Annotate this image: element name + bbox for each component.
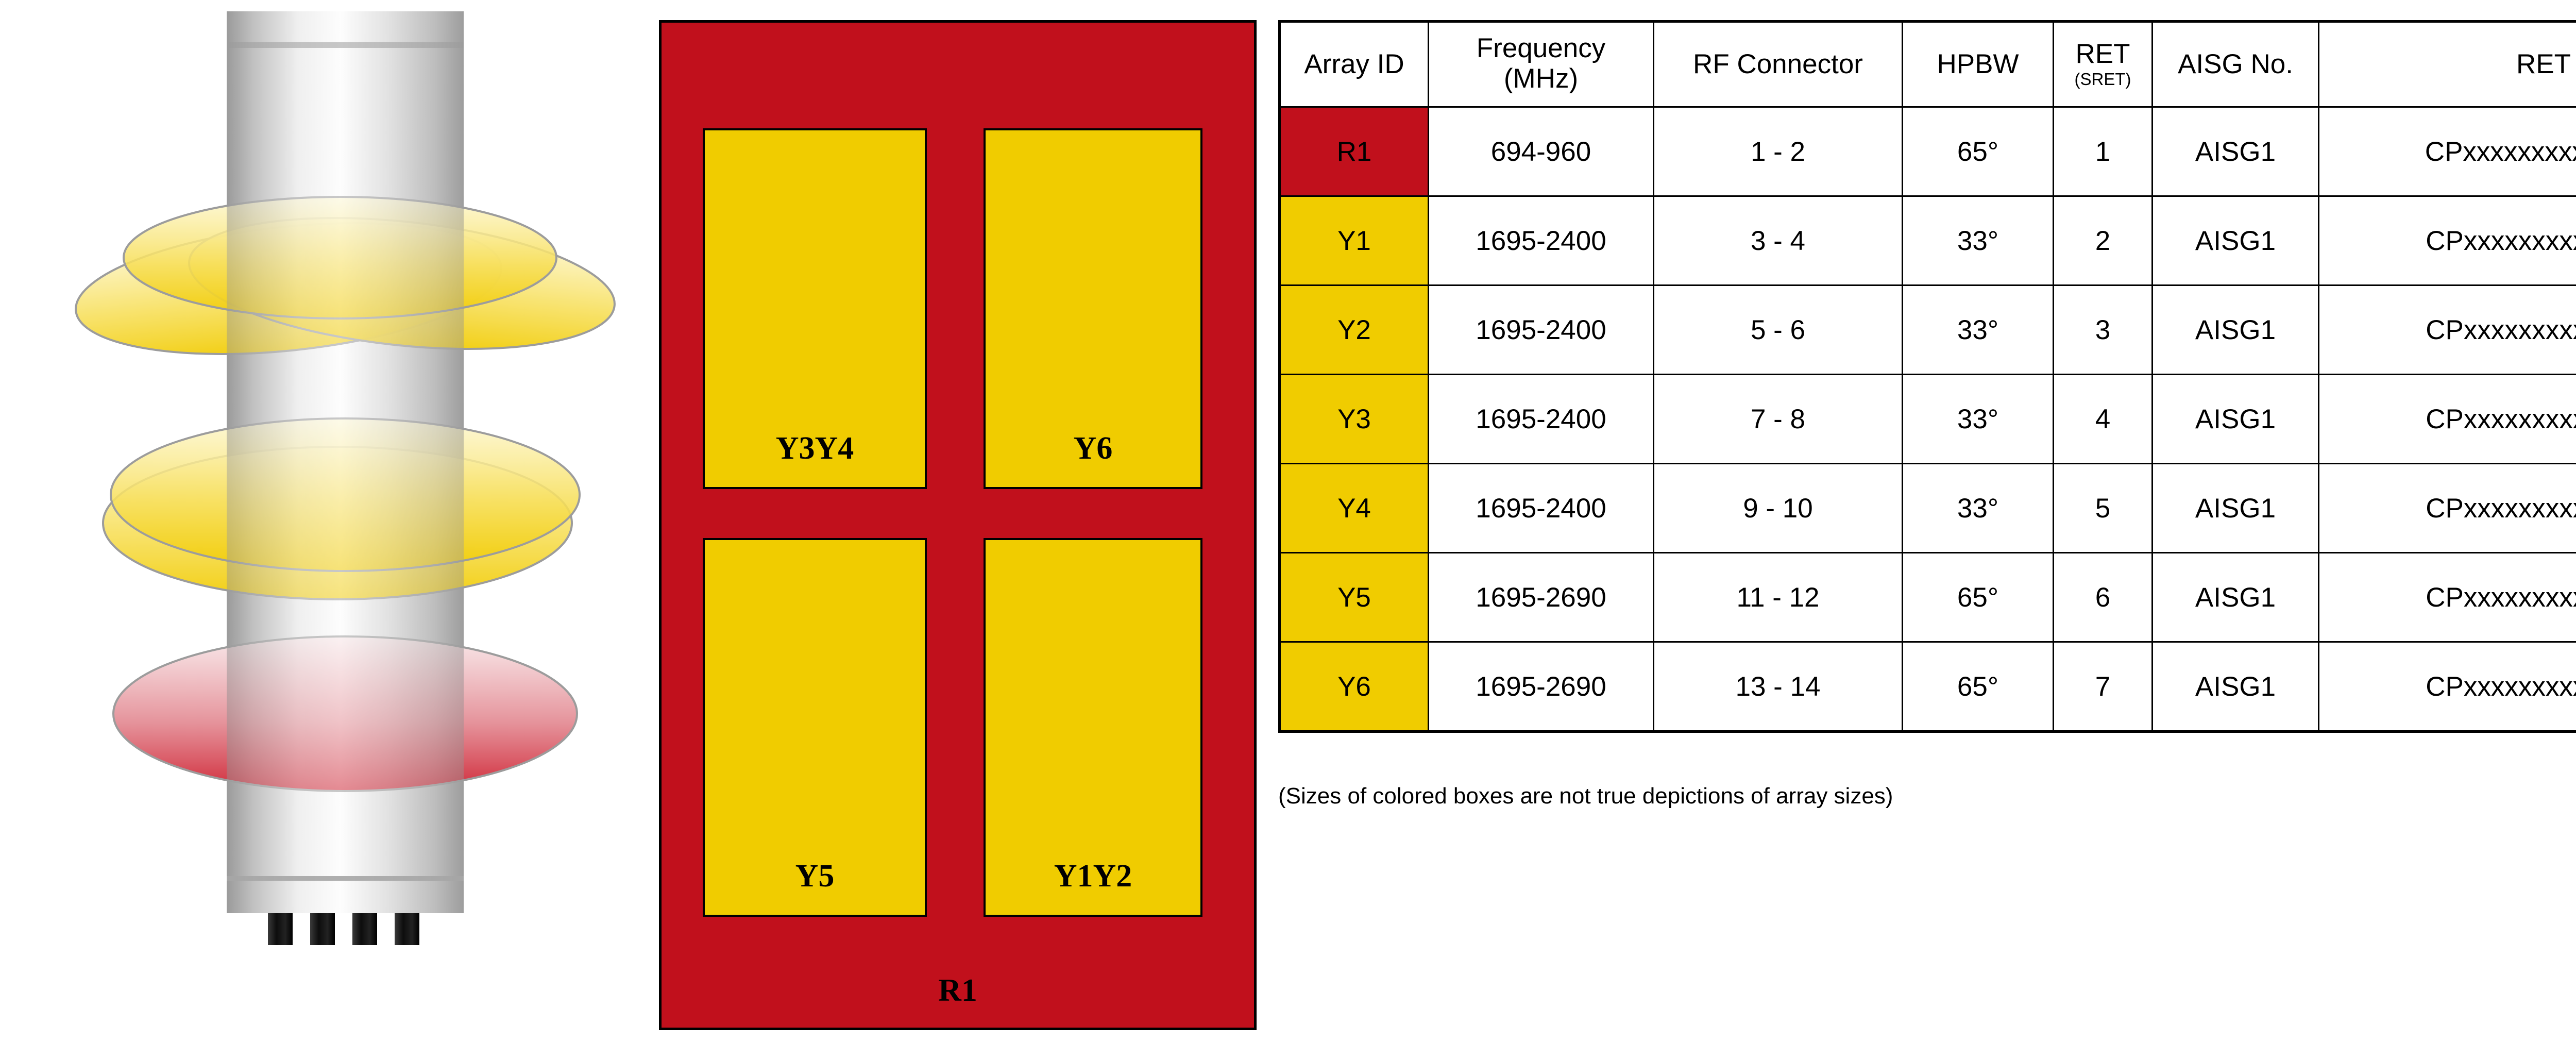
cell-rf-connector: 13 - 14 — [1653, 641, 1903, 732]
array-spec-table: Array ID Frequency (MHz) RF Connector HP… — [1278, 20, 2576, 733]
array-id-swatch-y5[interactable]: Y5 — [1279, 552, 1429, 643]
spec-table-head: Array ID Frequency (MHz) RF Connector HP… — [1279, 21, 2576, 108]
col-header-sublabel: (MHz) — [1503, 63, 1579, 94]
cell-ret: 3 — [2053, 284, 2153, 375]
antenna-radiation-figure — [75, 11, 616, 945]
col-header-label: RF Connector — [1693, 49, 1863, 80]
array-box-label: Y6 — [1073, 431, 1113, 466]
cell-aisg-no: AISG1 — [2151, 195, 2319, 286]
array-box-label: Y5 — [795, 859, 835, 894]
array-box-label: Y1Y2 — [1054, 859, 1132, 894]
cell-aisg-no: AISG1 — [2151, 284, 2319, 375]
array-id-swatch-y2[interactable]: Y2 — [1279, 284, 1429, 375]
cell-frequency: 1695-2400 — [1428, 284, 1654, 375]
cell-frequency: 1695-2400 — [1428, 463, 1654, 553]
cell-ret: 5 — [2053, 463, 2153, 553]
cell-rf-connector: 3 - 4 — [1653, 195, 1903, 286]
cell-frequency: 1695-2690 — [1428, 641, 1654, 732]
array-box-y1y2[interactable]: Y1Y2 — [984, 538, 1202, 917]
cell-ret-uid: CPxxxxxxxxxxxxxxxxR1 — [2318, 106, 2576, 197]
col-header-label: Frequency — [1476, 32, 1606, 63]
antenna-connectors — [268, 913, 419, 945]
col-header-ret-uid: RET UID — [2318, 21, 2576, 108]
cell-hpbw: 65° — [1902, 552, 2054, 643]
array-id-swatch-r1[interactable]: R1 — [1279, 106, 1429, 197]
cell-ret-uid: CPxxxxxxxxxxxxxxxxY5 — [2318, 552, 2576, 643]
cell-ret: 6 — [2053, 552, 2153, 643]
cell-ret-uid: CPxxxxxxxxxxxxxxxxY2 — [2318, 284, 2576, 375]
table-footnote: (Sizes of colored boxes are not true dep… — [1278, 783, 1893, 809]
col-header-sublabel: (SRET) — [2074, 69, 2131, 89]
cell-hpbw: 33° — [1902, 284, 2054, 375]
col-header-label: Array ID — [1304, 49, 1404, 80]
cell-ret-uid: CPxxxxxxxxxxxxxxxxY1 — [2318, 195, 2576, 286]
array-id-swatch-y6[interactable]: Y6 — [1279, 641, 1429, 732]
cell-frequency: 1695-2400 — [1428, 195, 1654, 286]
cell-rf-connector: 11 - 12 — [1653, 552, 1903, 643]
col-header-aisg-no: AISG No. — [2151, 21, 2319, 108]
cell-ret: 1 — [2053, 106, 2153, 197]
array-id-swatch-y4[interactable]: Y4 — [1279, 463, 1429, 553]
cell-aisg-no: AISG1 — [2151, 374, 2319, 464]
col-header-label: AISG No. — [2178, 49, 2293, 80]
cell-hpbw: 33° — [1902, 463, 2054, 553]
cell-ret: 2 — [2053, 195, 2153, 286]
col-header-label: RET UID — [2516, 49, 2576, 80]
cell-ret-uid: CPxxxxxxxxxxxxxxxxY6 — [2318, 641, 2576, 732]
cell-ret-uid: CPxxxxxxxxxxxxxxxxY3 — [2318, 374, 2576, 464]
array-box-y6[interactable]: Y6 — [984, 128, 1202, 489]
col-header-array-id: Array ID — [1279, 21, 1429, 108]
array-box-y5[interactable]: Y5 — [703, 538, 927, 917]
col-header-rf-connector: RF Connector — [1653, 21, 1903, 108]
col-header-frequency: Frequency (MHz) — [1428, 21, 1654, 108]
cell-frequency: 1695-2690 — [1428, 552, 1654, 643]
array-id-swatch-y3[interactable]: Y3 — [1279, 374, 1429, 464]
cell-aisg-no: AISG1 — [2151, 641, 2319, 732]
cell-ret: 4 — [2053, 374, 2153, 464]
cell-frequency: 694-960 — [1428, 106, 1654, 197]
cell-rf-connector: 9 - 10 — [1653, 463, 1903, 553]
cell-aisg-no: AISG1 — [2151, 552, 2319, 643]
cell-hpbw: 33° — [1902, 195, 2054, 286]
cell-hpbw: 65° — [1902, 641, 2054, 732]
cell-ret-uid: CPxxxxxxxxxxxxxxxxY4 — [2318, 463, 2576, 553]
cell-aisg-no: AISG1 — [2151, 463, 2319, 553]
cell-aisg-no: AISG1 — [2151, 106, 2319, 197]
col-header-hpbw: HPBW — [1902, 21, 2054, 108]
col-header-label: RET — [2075, 39, 2130, 70]
cell-ret: 7 — [2053, 641, 2153, 732]
array-panel-label: R1 — [938, 973, 977, 1008]
array-layout-panel: Y3Y4 Y6 Y5 Y1Y2 R1 — [659, 20, 1257, 1030]
cell-frequency: 1695-2400 — [1428, 374, 1654, 464]
array-id-swatch-y1[interactable]: Y1 — [1279, 195, 1429, 286]
array-box-label: Y3Y4 — [775, 431, 854, 466]
col-header-label: HPBW — [1937, 49, 2019, 80]
array-box-y3y4[interactable]: Y3Y4 — [703, 128, 927, 489]
cell-hpbw: 65° — [1902, 106, 2054, 197]
cell-rf-connector: 1 - 2 — [1653, 106, 1903, 197]
spec-table-container: Array ID Frequency (MHz) RF Connector HP… — [1278, 20, 2576, 733]
col-header-ret: RET (SRET) — [2053, 21, 2153, 108]
header-row: Array ID Frequency (MHz) RF Connector HP… — [1279, 21, 2576, 108]
cell-rf-connector: 7 - 8 — [1653, 374, 1903, 464]
cell-hpbw: 33° — [1902, 374, 2054, 464]
cell-rf-connector: 5 - 6 — [1653, 284, 1903, 375]
